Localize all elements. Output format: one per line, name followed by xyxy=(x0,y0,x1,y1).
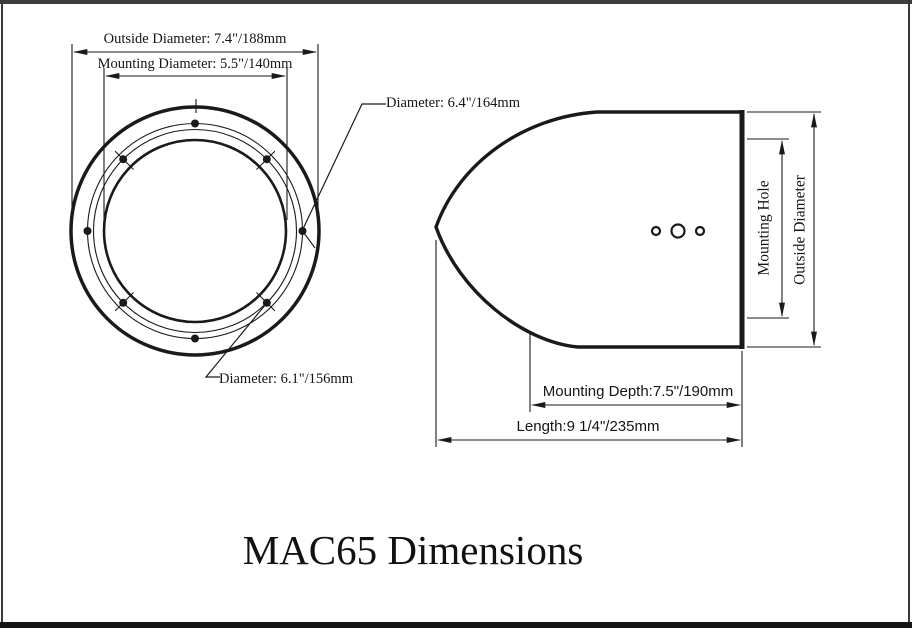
front-view xyxy=(69,44,386,378)
right-border-line xyxy=(908,0,910,628)
front-dimension-lines xyxy=(73,49,317,79)
side-view xyxy=(434,110,821,447)
side-body-outline xyxy=(434,110,742,349)
side-outside-diameter-dimension-label: Outside Diameter xyxy=(791,175,809,285)
length-dimension-label: Length:9 1/4"/235mm xyxy=(516,418,660,435)
drawing-title: MAC65 Dimensions xyxy=(242,527,584,573)
front-extension-lines xyxy=(71,44,319,224)
top-border-bar xyxy=(0,0,912,4)
side-dimension-lines xyxy=(437,113,817,443)
mounting-depth-dimension-label: Mounting Depth:7.5"/190mm xyxy=(542,383,734,400)
bolt-circle-outer-dimension-label: Diameter: 6.4"/164mm xyxy=(386,95,520,111)
mounting-hole-dimension-label: Mounting Hole xyxy=(755,180,773,276)
radial-tick-marks xyxy=(114,99,316,312)
outside-diameter-dimension-label: Outside Diameter: 7.4"/188mm xyxy=(103,31,287,47)
mounting-diameter-dimension-label: Mounting Diameter: 5.5"/140mm xyxy=(97,56,293,72)
bottom-border-bar xyxy=(0,622,912,628)
front-outer-circle xyxy=(69,105,321,357)
side-rear-holes xyxy=(650,223,706,239)
side-extension-lines xyxy=(435,111,821,447)
front-mounting-cutout-circle xyxy=(102,138,288,324)
bolt-circle-inner-dimension-label: Diameter: 6.1"/156mm xyxy=(219,371,353,387)
front-leader-lines xyxy=(204,103,386,378)
front-bolt-circle-inner xyxy=(92,128,298,334)
left-border-line xyxy=(1,0,3,628)
screw-holes-diagonal xyxy=(119,155,271,307)
